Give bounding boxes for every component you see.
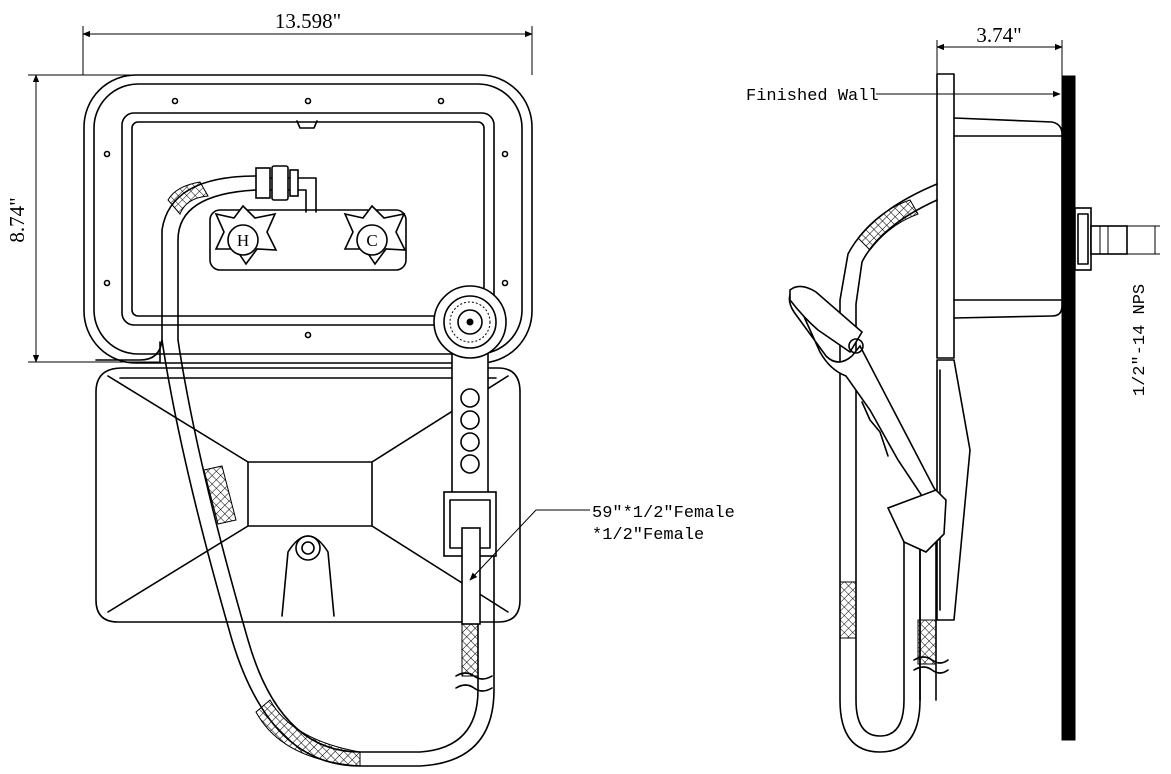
depth-dimension: 3.74" [936,23,1063,80]
cold-knob: C [343,204,407,266]
wall-fitting [1074,207,1128,271]
side-hose [839,183,949,753]
cold-knob-label: C [366,231,377,250]
hose-spec-line2: *1/2"Female [592,526,704,545]
side-hand-shower [788,285,947,553]
outer-frame [83,74,533,364]
finished-wall-label: Finished Wall [746,87,879,106]
hose [95,175,495,767]
height-label: 8.74" [5,197,29,242]
width-dimension: 13.598" [82,9,533,75]
side-view: 3.74" Finished Wall [746,23,1160,753]
frame-screws [103,97,509,339]
hose-callout: 59"*1/2"Female *1/2"Female [469,504,735,581]
depth-label: 3.74" [976,23,1021,47]
thread-dimension: 1/2"-14 NPS [1127,225,1160,396]
housing-profile [936,73,1063,621]
width-label: 13.598" [275,9,341,33]
wall [1061,75,1076,741]
thread-spec-label: 1/2"-14 NPS [1131,284,1150,396]
hot-knob: H [214,204,278,266]
hand-shower [433,285,507,625]
door-panel [95,367,521,623]
front-view: 13.598" 8.74" [5,9,735,767]
height-dimension: 8.74" [5,74,160,363]
hot-knob-label: H [237,231,249,250]
finished-wall-callout: Finished Wall [746,87,1061,106]
mixing-valve: H C [209,165,407,271]
hose-spec-line1: 59"*1/2"Female [592,504,735,523]
